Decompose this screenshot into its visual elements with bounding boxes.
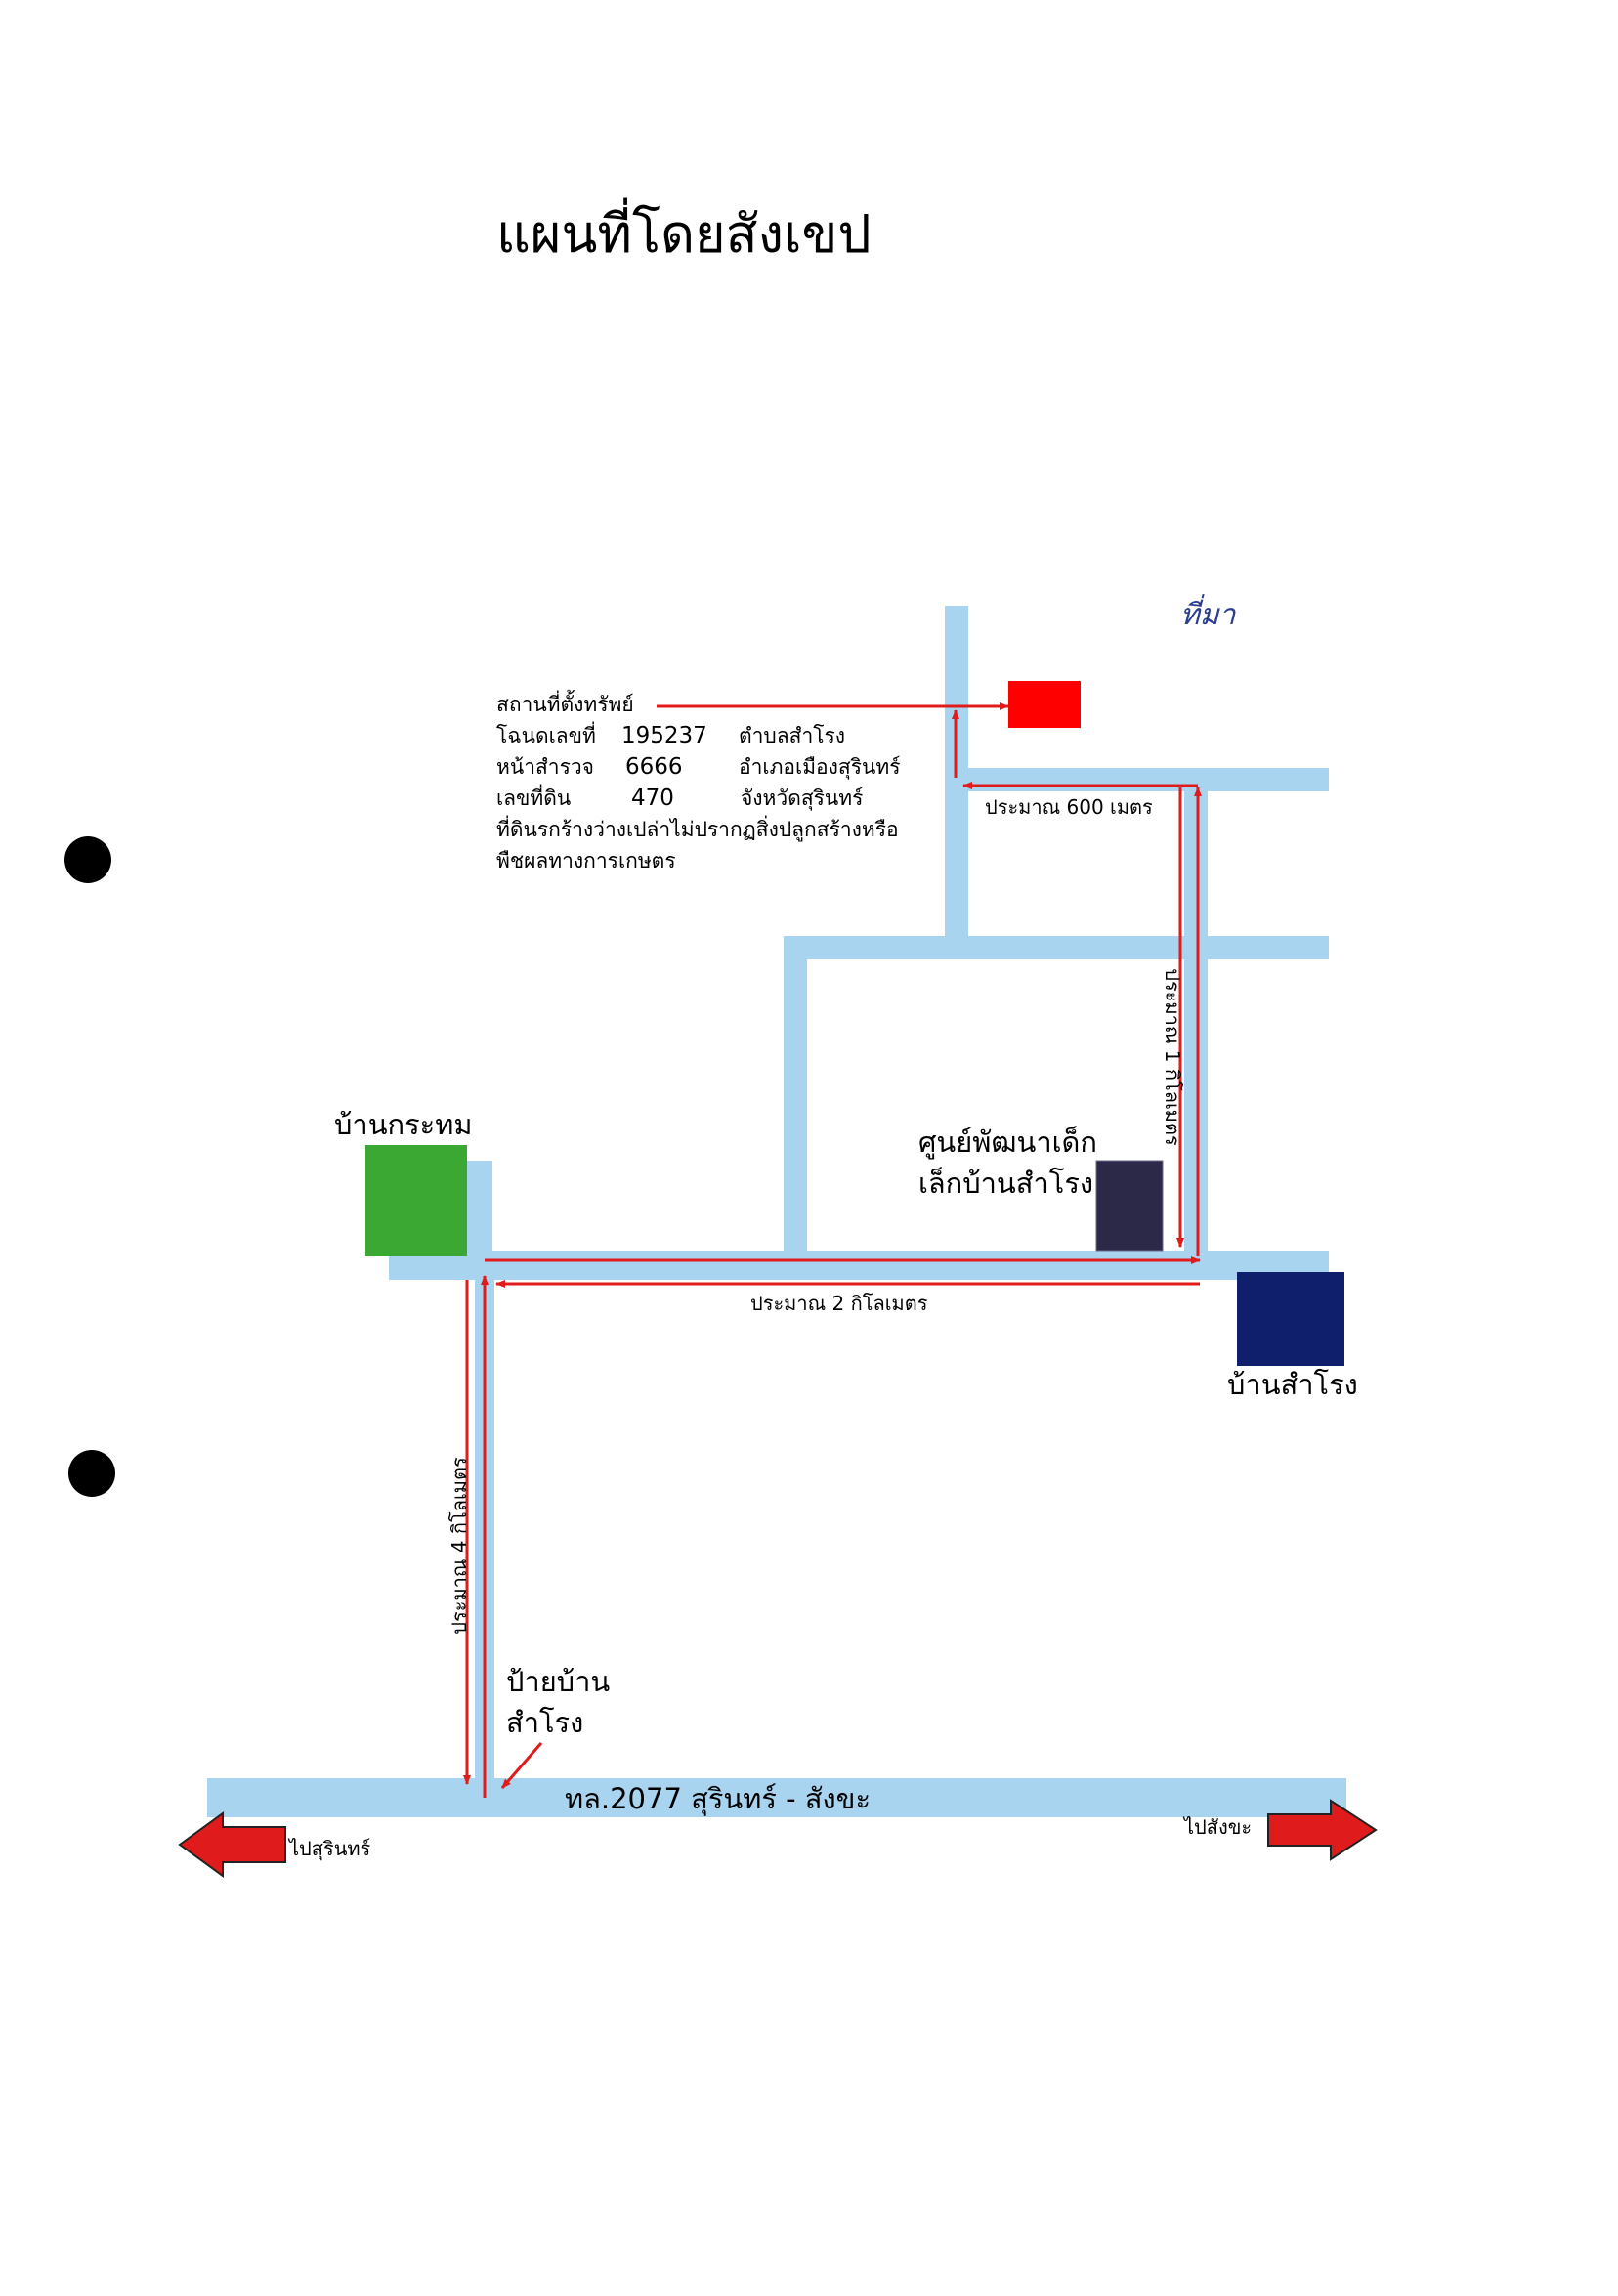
highway-name: ทล.2077 สุรินทร์ - สังขะ (565, 1782, 872, 1815)
deed-number: 195237 (621, 723, 707, 748)
child-center-label: ศูนย์พัฒนาเด็ก เล็กบ้านสำโรง (918, 1122, 1097, 1204)
road-stub-krathom (467, 1161, 492, 1270)
road-vertical-right (1184, 778, 1208, 1274)
road-horizontal-middle (784, 936, 1329, 959)
subdistrict: ตำบลสำโรง (739, 724, 846, 747)
arrow-right-to-sangkha (1267, 1799, 1378, 1861)
survey-label: หน้าสำรวจ (496, 755, 594, 779)
road-main-horizontal (389, 1251, 1329, 1280)
description-line-1: ที่ดินรกร้างว่างเปล่าไม่ปรากฏสิ่งปลูกสร้… (496, 818, 899, 841)
land-row: เลขที่ดิน 470 จังหวัดสุรินทร์ (496, 783, 901, 814)
road-horizontal-top (945, 768, 1329, 791)
punch-hole-top (64, 836, 111, 883)
ban-krathom-block (365, 1145, 467, 1256)
distance-1km-label: ประมาณ 1 กิโลเมตร (1161, 968, 1184, 1146)
distance-4km-label: ประมาณ 4 กิโลเมตร (447, 1457, 471, 1635)
property-marker (1008, 681, 1081, 728)
village-sign-label: ป้ายบ้าน สำโรง (506, 1661, 610, 1743)
ban-samrong-label: บ้านสำโรง (1227, 1368, 1358, 1401)
to-sangkha-label: ไปสังขะ (1184, 1815, 1253, 1839)
page-title: แผนที่โดยสังเขป (496, 203, 872, 265)
to-surin-label: ไปสุรินทร์ (289, 1837, 371, 1860)
arrow-left-to-surin (178, 1811, 286, 1878)
village-sign-line-2: สำโรง (506, 1706, 584, 1739)
deed-label: โฉนดเลขที่ (496, 724, 596, 747)
road-vertical-left-loop (784, 936, 807, 1264)
distance-2km-label: ประมาณ 2 กิโลเมตร (750, 1292, 928, 1315)
district: อำเภอเมืองสุรินทร์ (739, 755, 901, 779)
land-number: 470 (631, 786, 674, 811)
land-label: เลขที่ดิน (496, 787, 572, 810)
child-center-block (1095, 1160, 1164, 1252)
description-line-2: พืชผลทางการเกษตร (496, 849, 676, 872)
ban-krathom-label: บ้านกระทม (334, 1108, 473, 1141)
distance-600m-label: ประมาณ 600 เมตร (985, 795, 1153, 819)
sign-pointer (500, 1742, 543, 1789)
province: จังหวัดสุรินทร์ (741, 787, 864, 810)
route-arrows (463, 702, 1202, 1798)
survey-number: 6666 (625, 754, 683, 780)
road-highway (207, 1778, 1346, 1817)
child-center-line-1: ศูนย์พัฒนาเด็ก (918, 1126, 1097, 1159)
survey-row: หน้าสำรวจ 6666 อำเภอเมืองสุรินทร์ (496, 751, 901, 783)
handwritten-note: ที่มา (1180, 598, 1236, 632)
ban-samrong-block (1237, 1272, 1344, 1366)
deed-row: โฉนดเลขที่ 195237 ตำบลสำโรง (496, 720, 901, 751)
child-center-line-2: เล็กบ้านสำโรง (918, 1167, 1094, 1200)
property-info: สถานที่ตั้งทรัพย์ โฉนดเลขที่ 195237 ตำบลสำ… (496, 689, 901, 876)
property-heading: สถานที่ตั้งทรัพย์ (496, 693, 634, 716)
village-sign-line-1: ป้ายบ้าน (506, 1665, 611, 1698)
punch-hole-bottom (68, 1450, 115, 1497)
